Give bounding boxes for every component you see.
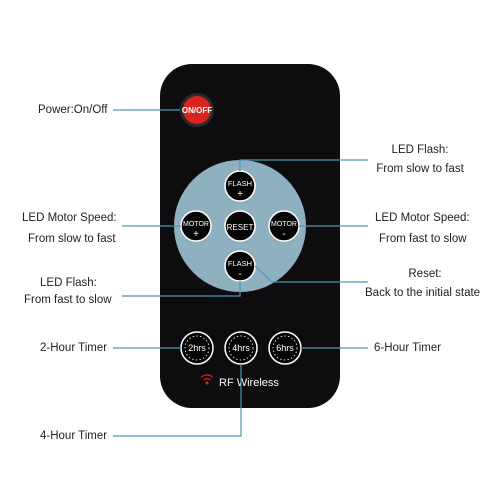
- wireless-icon: [200, 374, 214, 385]
- reset-button[interactable]: RESET: [224, 210, 256, 242]
- callout-motor-right-desc: From fast to slow: [379, 233, 467, 245]
- timer-4hrs-button[interactable]: 4hrs: [224, 331, 258, 365]
- reset-label: RESET: [227, 223, 254, 232]
- timer-2hrs-label: 2hrs: [188, 343, 206, 353]
- power-button[interactable]: ON/OFF: [180, 93, 214, 127]
- callout-timer-4: 4-Hour Timer: [40, 430, 108, 442]
- flash-down-sign: -: [238, 269, 241, 280]
- motor-left-label: MOTOR: [183, 221, 209, 228]
- callout-led-flash-top-desc: From slow to fast: [376, 163, 464, 175]
- flash-up-label: FLASH: [228, 179, 252, 188]
- flash-down-label: FLASH: [228, 259, 252, 268]
- timer-6hrs-label: 6hrs: [276, 343, 294, 353]
- callout-reset-title: Reset:: [408, 268, 442, 280]
- flash-up-button[interactable]: FLASH +: [224, 170, 256, 202]
- motor-left-button[interactable]: MOTOR +: [180, 210, 212, 242]
- callout-timer-6: 6-Hour Timer: [374, 342, 442, 354]
- motor-left-sign: +: [193, 229, 199, 240]
- flash-up-sign: +: [237, 189, 243, 200]
- timer-6hrs-button[interactable]: 6hrs: [268, 331, 302, 365]
- callout-led-flash-bottom-title: LED Flash:: [40, 277, 97, 289]
- flash-down-button[interactable]: FLASH -: [224, 250, 256, 282]
- motor-right-sign: -: [282, 229, 285, 240]
- callout-led-flash-bottom-desc: From fast to slow: [24, 294, 112, 306]
- callout-reset-desc: Back to the initial state: [365, 287, 481, 299]
- callout-motor-right-title: LED Motor Speed:: [375, 212, 470, 224]
- callout-lines: [113, 109, 368, 437]
- callout-led-flash-top-title: LED Flash:: [391, 144, 449, 156]
- power-button-label: ON/OFF: [182, 106, 212, 115]
- callout-power: Power:On/Off: [38, 104, 108, 116]
- timer-2hrs-button[interactable]: 2hrs: [180, 331, 214, 365]
- motor-right-button[interactable]: MOTOR -: [268, 210, 300, 242]
- timer-4hrs-label: 4hrs: [232, 343, 250, 353]
- callout-timer-2: 2-Hour Timer: [40, 342, 108, 354]
- brand-label: RF Wireless: [219, 377, 279, 389]
- callout-motor-left-desc: From slow to fast: [28, 233, 116, 245]
- callout-motor-left-title: LED Motor Speed:: [22, 212, 117, 224]
- motor-right-label: MOTOR: [271, 221, 297, 228]
